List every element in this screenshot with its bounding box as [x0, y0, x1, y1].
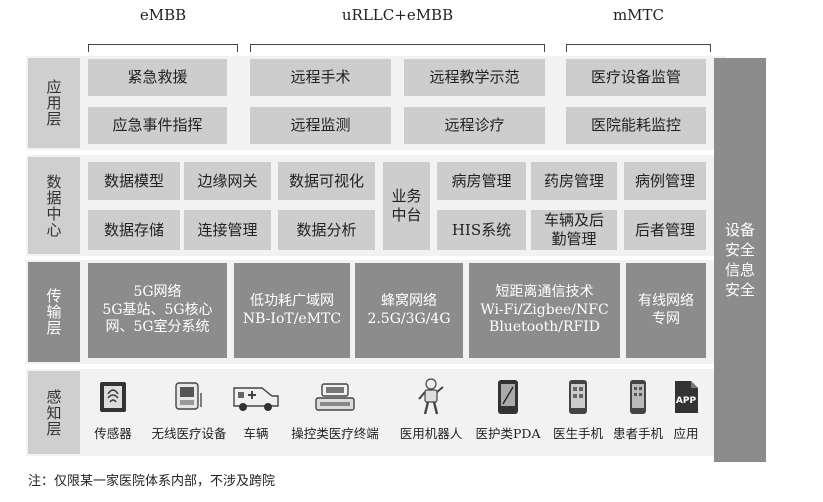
device-pda: 医护类PDA: [468, 377, 548, 442]
transport-lpwan-line2: NB-IoT/eMTC: [242, 310, 342, 327]
robot-icon: [413, 377, 449, 417]
transport-5g-line3: 网、5G室分系统: [105, 319, 210, 336]
transport-cellular-line2: 2.5G/3G/4G: [367, 310, 451, 327]
device-sensor: 传感器: [88, 377, 138, 442]
device-label: 传感器: [94, 426, 132, 441]
device-app: APP 应用: [666, 377, 706, 442]
device-label: 无线医疗设备: [151, 426, 227, 441]
urllc-label: uRLLC+eMBB: [341, 6, 454, 24]
dc-cell-connection-management: 连接管理: [184, 210, 271, 250]
vehicle-logistics-text: 车辆及后勤管理: [543, 211, 604, 248]
device-information-security: 设备安全信息安全: [714, 58, 766, 462]
app-cell-emergency-rescue: 紧急救援: [88, 59, 227, 96]
device-label: 患者手机: [612, 426, 663, 441]
app-cell-remote-surgery: 远程手术: [250, 59, 391, 96]
application-layer-label: 应用层: [28, 58, 80, 148]
business-middle-platform-text: 业务中台: [391, 187, 422, 224]
perception-layer-label: 感知层: [28, 371, 80, 454]
perception-band: [26, 369, 726, 456]
device-label: 操控类医疗终端: [291, 426, 379, 441]
transport-5g-line2: 5G基站、5G核心: [102, 301, 213, 318]
dc-cell-his-system: HIS系统: [437, 210, 526, 250]
dc-cell-data-model: 数据模型: [88, 162, 180, 200]
security-text: 设备安全信息安全: [724, 220, 755, 300]
device-medical-terminal: 操控类医疗终端: [288, 377, 382, 442]
device-medical-robot: 医用机器人: [394, 377, 468, 442]
device-patient-phone: 患者手机: [608, 377, 668, 442]
transport-wired: 有线网络 专网: [626, 263, 706, 358]
app-cell-equipment-supervision: 医疗设备监管: [566, 59, 706, 96]
app-cell-remote-teaching: 远程教学示范: [404, 59, 545, 96]
mmtc-brace: [566, 44, 711, 52]
transport-short-range: 短距离通信技术 Wi-Fi/Zigbee/NFC Bluetooth/RFID: [469, 263, 620, 358]
dc-cell-data-visualization: 数据可视化: [278, 162, 375, 200]
dc-cell-data-analysis: 数据分析: [278, 210, 375, 250]
embb-label: eMBB: [139, 6, 187, 24]
app-icon: APP: [668, 377, 704, 417]
wireless-medical-device-icon: [171, 377, 207, 417]
transport-wired-line1: 有线网络: [638, 293, 694, 309]
app-cell-remote-monitoring: 远程监测: [250, 107, 391, 144]
ambulance-icon: [230, 377, 282, 417]
patient-phone-icon: [620, 377, 656, 417]
dc-cell-ward-management: 病房管理: [437, 162, 526, 200]
device-label: 医护类PDA: [475, 426, 541, 441]
device-wireless-medical: 无线医疗设备: [144, 377, 234, 442]
transport-short-range-line2: Wi-Fi/Zigbee/NFC: [480, 301, 609, 318]
transport-lpwan-line1: 低功耗广域网: [250, 293, 334, 309]
transport-layer-label: 传输层: [28, 262, 80, 362]
dc-cell-business-middle-platform: 业务中台: [383, 162, 430, 250]
device-vehicle: 车辆: [230, 377, 282, 442]
doctor-phone-icon: [560, 377, 596, 417]
device-label: 医生手机: [552, 426, 603, 441]
transport-lpwan: 低功耗广域网 NB-IoT/eMTC: [234, 263, 350, 358]
urllc-brace: [250, 44, 545, 52]
transport-5g-line1: 5G网络: [133, 284, 182, 301]
perception-device-row: 传感器 无线医疗设备 车辆: [88, 377, 706, 451]
dc-cell-pharmacy-management: 药房管理: [531, 162, 617, 200]
mmtc-label: mMTC: [612, 6, 665, 24]
device-label: 应用: [673, 426, 699, 441]
app-cell-emergency-command: 应急事件指挥: [88, 107, 227, 144]
embb-brace: [88, 44, 238, 52]
medical-terminal-icon: [313, 377, 357, 417]
footnote: 注：仅限某一家医院体系内部，不涉及跨院: [28, 474, 276, 489]
transport-wired-line2: 专网: [652, 310, 680, 327]
transport-short-range-line3: Bluetooth/RFID: [489, 319, 600, 336]
app-cell-energy-monitoring: 医院能耗监控: [566, 107, 706, 144]
pda-icon: [490, 377, 526, 417]
app-cell-remote-diagnosis: 远程诊疗: [404, 107, 545, 144]
device-label: 医用机器人: [399, 426, 463, 441]
transport-short-range-line1: 短距离通信技术: [495, 284, 594, 301]
sensor-icon: [95, 377, 131, 417]
device-label: 车辆: [243, 426, 269, 441]
dc-cell-patient-management: 后者管理: [624, 210, 706, 250]
device-doctor-phone: 医生手机: [548, 377, 608, 442]
dc-cell-data-storage: 数据存储: [88, 210, 180, 250]
data-center-layer-label: 数据中心: [28, 157, 80, 254]
transport-5g-network: 5G网络 5G基站、5G核心 网、5G室分系统: [88, 263, 227, 358]
dc-cell-vehicle-logistics: 车辆及后勤管理: [531, 210, 617, 250]
dc-cell-case-management: 病例管理: [624, 162, 706, 200]
dc-cell-edge-gateway: 边缘网关: [184, 162, 271, 200]
transport-cellular-line1: 蜂窝网络: [381, 293, 437, 309]
svg-text:APP: APP: [676, 396, 697, 406]
transport-cellular: 蜂窝网络 2.5G/3G/4G: [355, 263, 463, 358]
